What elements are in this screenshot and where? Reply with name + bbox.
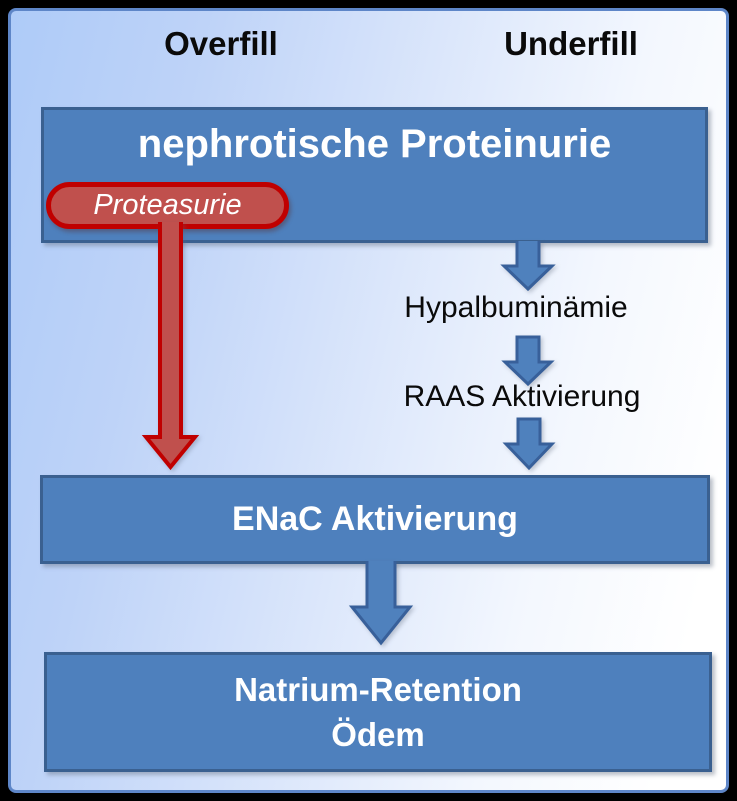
proteasurie-pill-label: Proteasurie <box>93 189 242 221</box>
node-raas-aktivierung: RAAS Aktivierung <box>403 380 641 413</box>
box-enac-aktivierung: ENaC Aktivierung <box>40 475 710 564</box>
oedem-label: Ödem <box>331 716 425 753</box>
column-header-underfill: Underfill <box>504 25 638 62</box>
box-natrium-retention-oedem: Natrium-Retention Ödem <box>44 652 712 772</box>
box-nephrotische-proteinurie-label: nephrotische Proteinurie <box>137 122 612 166</box>
node-hypalbuminaemie: Hypalbuminämie <box>404 291 628 324</box>
box-enac-aktivierung-label: ENaC Aktivierung <box>232 500 518 538</box>
natrium-retention-label: Natrium-Retention <box>234 671 522 708</box>
column-header-overfill: Overfill <box>164 25 278 62</box>
proteasurie-pill: Proteasurie <box>46 182 289 229</box>
